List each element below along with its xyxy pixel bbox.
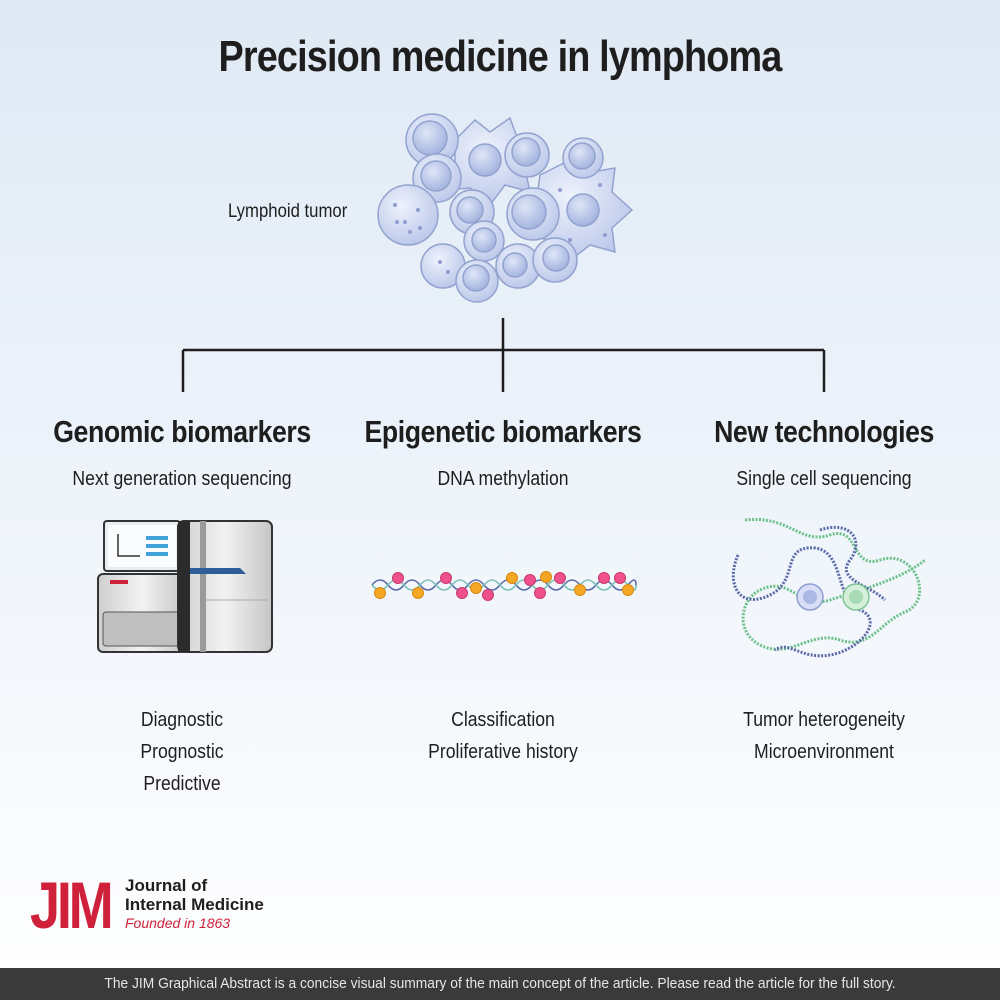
jim-logo: JIM — [30, 868, 114, 942]
column-subtitle: Next generation sequencing — [72, 468, 292, 490]
use-item: Prognostic — [140, 741, 224, 763]
page-title: Precision medicine in lymphoma — [218, 32, 782, 81]
column-heading: Genomic biomarkers — [53, 414, 311, 449]
column-new-technologies: New technologies Single cell sequencing … — [659, 414, 989, 763]
founded-text: Founded in 1863 — [125, 915, 231, 931]
use-item: Proliferative history — [428, 741, 578, 763]
journal-name: Journal of Internal Medicine Founded in … — [125, 876, 264, 933]
journal-name-line2: Internal Medicine — [125, 895, 264, 914]
footer-text: The JIM Graphical Abstract is a concise … — [104, 975, 896, 992]
column-uses-list: Tumor heterogeneity Microenvironment — [679, 704, 969, 768]
column-uses-list: Classification Proliferative history — [358, 704, 648, 768]
column-heading: Epigenetic biomarkers — [364, 414, 642, 449]
journal-name-line1: Journal of — [125, 876, 208, 895]
use-item: Diagnostic — [140, 709, 224, 731]
column-subtitle: Single cell sequencing — [736, 468, 912, 490]
use-item: Predictive — [143, 773, 221, 795]
tumor-label: Lymphoid tumor — [228, 201, 348, 222]
use-item: Classification — [451, 709, 555, 731]
column-genomic-biomarkers: Genomic biomarkers Next generation seque… — [17, 414, 347, 795]
column-heading: New technologies — [714, 414, 934, 449]
use-item: Microenvironment — [754, 741, 894, 763]
column-uses-list: Diagnostic Prognostic Predictive — [37, 704, 327, 800]
column-subtitle: DNA methylation — [437, 468, 569, 490]
column-epigenetic-biomarkers: Epigenetic biomarkers DNA methylation Cl… — [338, 414, 668, 763]
use-item: Tumor heterogeneity — [743, 709, 905, 731]
footer-bar: The JIM Graphical Abstract is a concise … — [0, 968, 1000, 1000]
